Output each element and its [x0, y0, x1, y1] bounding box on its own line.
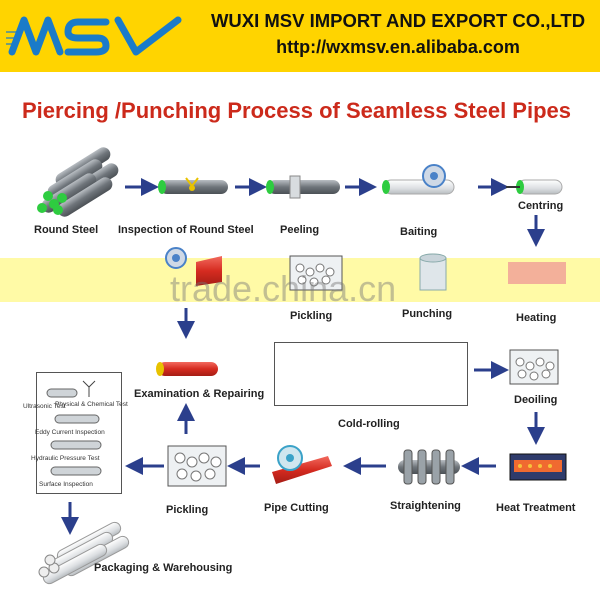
- label-straightening: Straightening: [390, 500, 461, 512]
- examination-pipe-icon: [156, 362, 218, 376]
- label-pickling-top: Pickling: [290, 310, 333, 322]
- label-centring: Centring: [518, 200, 564, 212]
- quality-tests-graphics: [46, 380, 102, 476]
- label-heating: Heating: [516, 312, 557, 324]
- qc-physical-chemical: Physical & Chemical Test: [55, 401, 128, 408]
- page-title: Piercing /Punching Process of Seamless S…: [22, 98, 571, 123]
- cold-rolling-box: [274, 342, 468, 406]
- straightening-rollers-icon: [398, 449, 460, 485]
- label-pipe-cutting: Pipe Cutting: [264, 502, 329, 514]
- label-cold-rolling: Cold-rolling: [338, 418, 400, 430]
- label-baiting: Baiting: [400, 226, 438, 238]
- heat-treatment-furnace-icon: [509, 453, 567, 481]
- qc-surface: Surface Inspection: [39, 481, 93, 488]
- label-examination: Examination & Repairing: [134, 388, 265, 400]
- qc-ultrasonic: Ultrasonic Test: [23, 403, 66, 410]
- company-name: WUXI MSV IMPORT AND EXPORT CO.,LTD: [210, 10, 586, 31]
- pickling-tank-top-icon: [289, 255, 343, 291]
- watermark: trade.china.cn: [170, 268, 397, 309]
- qc-eddy-current: Eddy Current Inspection: [35, 429, 105, 436]
- qc-hydraulic: Hydraulic Pressure Test: [31, 455, 100, 462]
- packaging-bundle-icon: [38, 521, 130, 585]
- round-steel-bundle-icon: [37, 147, 119, 217]
- label-punching: Punching: [402, 308, 453, 320]
- label-deoiling: Deoiling: [514, 394, 558, 406]
- label-pickling-bottom: Pickling: [166, 504, 209, 516]
- msv-logo: [6, 16, 182, 56]
- pipe-cutting-icon: [272, 445, 332, 484]
- peeling-pipe-icon: [266, 175, 340, 199]
- pickling-tank-bottom-icon: [167, 445, 227, 487]
- label-round-steel: Round Steel: [34, 224, 99, 236]
- deoiling-tank-icon: [509, 349, 559, 385]
- label-inspection: Inspection of Round Steel: [118, 224, 254, 236]
- company-url[interactable]: http://wxmsv.en.alibaba.com: [276, 37, 520, 57]
- centring-pipe-icon: [506, 179, 563, 195]
- quality-tests-box: Ultrasonic Test Physical & Chemical Test…: [23, 372, 128, 494]
- label-peeling: Peeling: [280, 224, 320, 236]
- baiting-pipe-icon: [382, 164, 455, 195]
- heating-block-icon: [508, 262, 566, 284]
- label-packaging: Packaging & Warehousing: [94, 562, 233, 574]
- label-heat-treatment: Heat Treatment: [496, 502, 576, 514]
- inspection-pipe-icon: [158, 177, 228, 194]
- piercing-machine-icon: [165, 247, 222, 286]
- punching-icon: [419, 253, 447, 291]
